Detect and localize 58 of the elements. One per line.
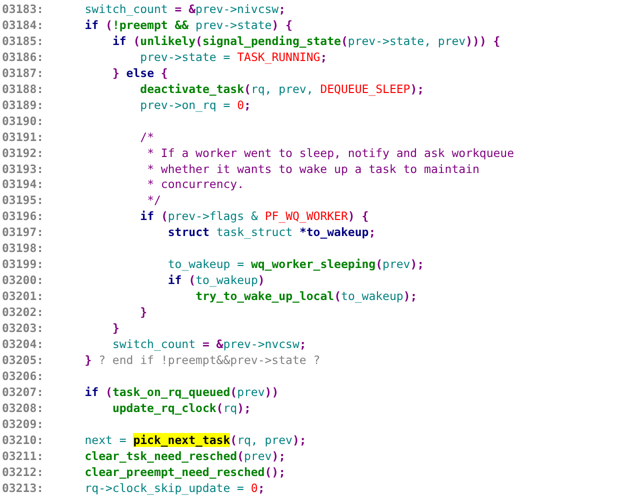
code-line: prev->state = TASK_RUNNING; [140,50,328,64]
line-number: 03186: [2,50,44,64]
code-line: } [112,321,120,335]
line-number: 03210: [2,432,44,447]
line-number: 03204: [2,336,44,351]
code-line: struct task_struct *to_wakeup; [168,225,376,240]
line-number: 03201: [2,289,44,304]
code-line: if (!preempt && prev->state) { [84,18,292,32]
line-number: 03188: [2,82,44,96]
line-number: 03211: [2,448,44,463]
line-number: 03184: [2,18,44,32]
code-line: clear_tsk_need_resched(prev); [84,448,286,463]
line-number: 03212: [2,464,44,479]
line-number: 03205: [2,352,44,367]
line-number: 03196: [2,209,44,224]
code-line: switch_count = &prev->nivcsw; [84,2,286,16]
code-comment: /* [140,130,154,144]
line-number: 03183: [2,2,44,16]
line-number: 03197: [2,225,44,240]
code-line: } ? end if !preempt&&prev->state ? [84,352,320,367]
code-comment: * whether it wants to wake up a task to maintain [147,162,480,176]
line-number: 03203: [2,321,44,335]
line-number: 03194: [2,177,44,192]
code-line: next = pick_next_task(rq, prev); [84,432,306,447]
code-line: deactivate_task(rq, prev, DEQUEUE_SLEEP); [140,82,424,96]
line-number: 03193: [2,162,44,176]
line-number: 03200: [2,273,44,288]
code-line: if (prev->flags & PF_WQ_WORKER) { [140,209,369,224]
code-comment: * concurrency. [147,177,244,192]
code-line: clear_preempt_need_resched(); [84,464,286,479]
code-comment: */ [147,193,161,208]
line-number: 03191: [2,130,44,144]
line-number: 03213: [2,480,44,494]
code-line: rq->clock_skip_update = 0; [84,480,265,494]
line-number: 03195: [2,193,44,208]
code-line: prev->on_rq = 0; [140,98,251,112]
code-line: to_wakeup = wq_worker_sleeping(prev); [168,257,424,272]
line-number: 03185: [2,34,44,48]
line-number: 03208: [2,400,44,415]
line-number: 03202: [2,305,44,320]
code-line: try_to_wake_up_local(to_wakeup); [196,289,418,304]
line-number: 03198: [2,241,44,256]
code-comment: * If a worker went to sleep, notify and ask workqueue [147,146,514,160]
line-number: 03189: [2,98,44,112]
code-line: if (unlikely(signal_pending_state(prev->state, prev))) { [112,34,500,48]
line-number: 03187: [2,66,44,80]
code-line: } [140,305,148,320]
line-number: 03207: [2,384,44,399]
code-line: update_rq_clock(rq); [112,400,251,415]
code-line: switch_count = &prev->nvcsw; [112,336,306,351]
code-line: if (task_on_rq_queued(prev)) [84,384,279,399]
line-number: 03206: [2,368,44,383]
line-number: 03192: [2,146,44,160]
line-number: 03190: [2,114,44,128]
code-line: if (to_wakeup) [168,273,265,288]
code-line: } else { [112,66,168,80]
line-number: 03209: [2,416,44,431]
line-number: 03199: [2,257,44,272]
